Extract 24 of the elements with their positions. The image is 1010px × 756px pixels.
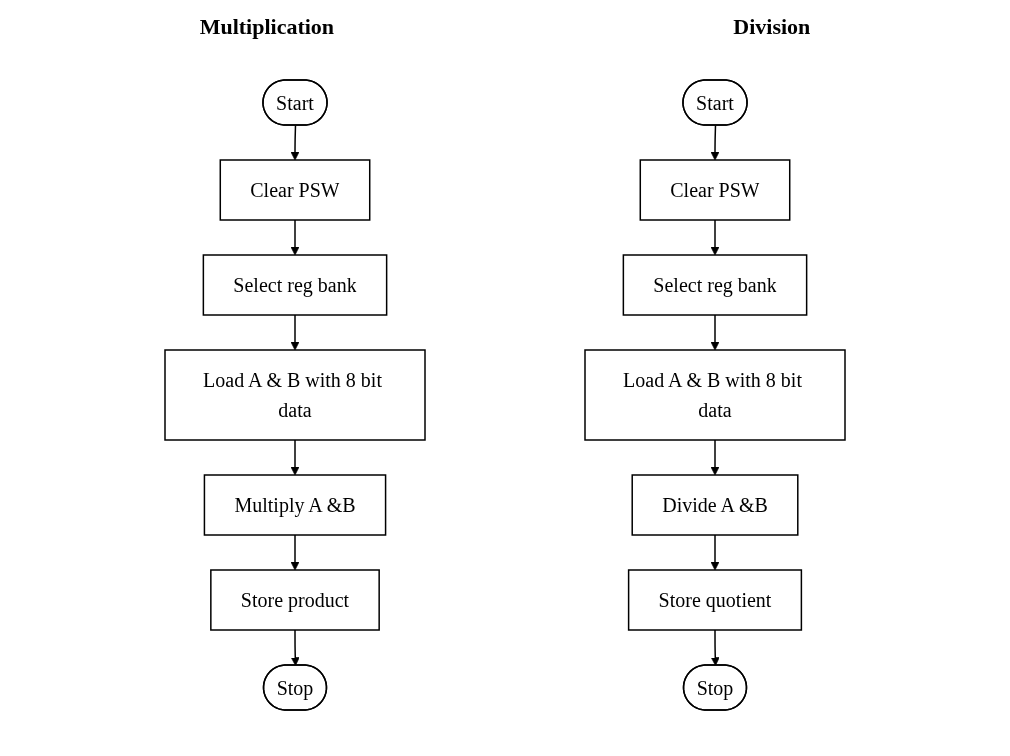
node-box: Select reg bank (622, 254, 808, 316)
arrow (290, 629, 300, 666)
flowchart-heading: Multiplication (199, 14, 335, 40)
node-box: Select reg bank (202, 254, 388, 316)
node-box: Clear PSW (219, 159, 371, 221)
node-box: Multiply A &B (203, 474, 387, 536)
flowchart-heading: Division (733, 14, 811, 40)
arrow (290, 439, 300, 476)
node-box: Load A & B with 8 bit data (584, 349, 846, 441)
arrow (710, 314, 720, 351)
node-box: Load A & B with 8 bit data (164, 349, 426, 441)
node-box: Divide A &B (631, 474, 799, 536)
arrow (710, 219, 720, 256)
node-box: Store quotient (627, 569, 803, 631)
arrow (710, 124, 720, 161)
node-box: Clear PSW (639, 159, 791, 221)
arrow (710, 439, 720, 476)
arrow (710, 534, 720, 571)
arrow (710, 629, 720, 666)
arrow (290, 124, 300, 161)
arrow (290, 534, 300, 571)
node-box: Store product (210, 569, 380, 631)
arrow (290, 314, 300, 351)
arrow (290, 219, 300, 256)
